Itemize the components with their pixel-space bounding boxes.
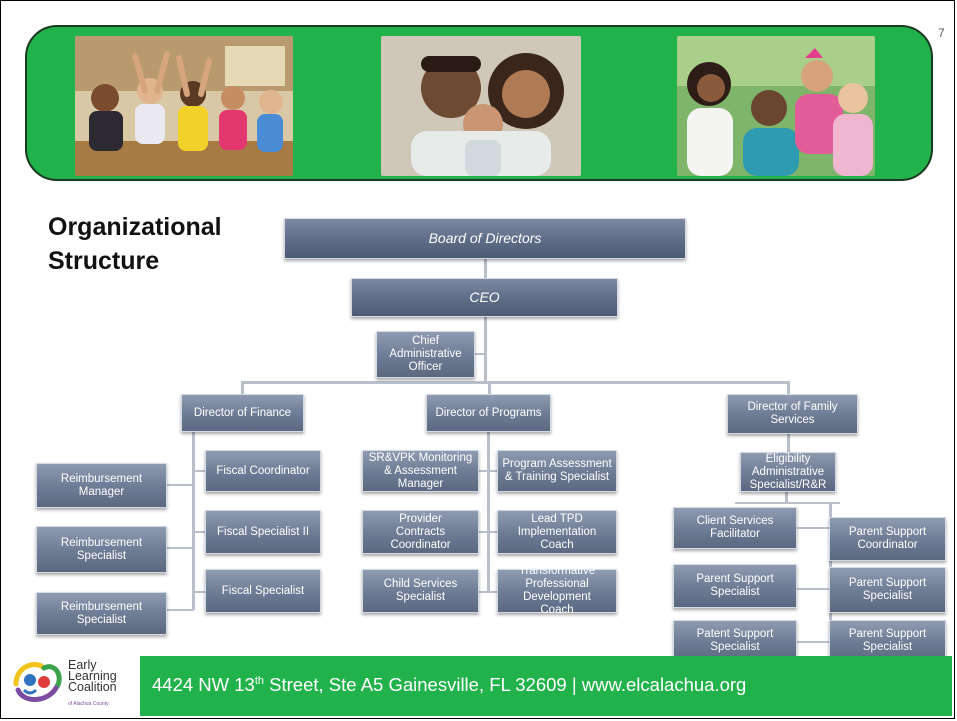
parent-support-specialist-box: Parent Support Specialist (829, 567, 946, 613)
connector-line (167, 547, 194, 549)
connector-line (478, 531, 498, 533)
connector-line (785, 492, 788, 502)
provider-contracts-coordinator-box: Provider Contracts Coordinator (362, 510, 479, 554)
connector-line (735, 502, 840, 504)
patent-support-specialist-box: Patent Support Specialist (673, 620, 797, 662)
fiscal-specialist-box: Fiscal Specialist (205, 569, 321, 613)
section-title-line-1: Organizational (48, 213, 222, 241)
chief-administrative-officer-label: Chief Administrative Officer (389, 335, 462, 373)
provider-contracts-coordinator-label: Provider Contracts Coordinator (390, 512, 451, 551)
sr-vpk-monitoring-manager-label: SR&VPK Monitoring & Assessment Manager (368, 451, 473, 490)
reimbursement-specialist-box: Reimbursement Specialist (36, 526, 167, 573)
fiscal-specialist-ii-box: Fiscal Specialist II (205, 510, 321, 554)
connector-line (478, 470, 498, 472)
director-of-family-services-label: Director of Family Services (747, 401, 838, 426)
connector-line (192, 432, 195, 610)
children-hugging-photo (677, 36, 875, 176)
page-number: 7 (938, 26, 945, 40)
elc-logo-mark (13, 662, 62, 702)
parent-support-specialist-box: Parent Support Specialist (673, 564, 797, 608)
reimbursement-specialist-label: Reimbursement Specialist (60, 536, 143, 562)
reimbursement-manager-box: Reimbursement Manager (36, 463, 167, 508)
fiscal-coordinator-label: Fiscal Coordinator (216, 464, 310, 477)
connector-line (241, 381, 244, 395)
reimbursement-manager-label: Reimbursement Manager (60, 472, 143, 498)
footer-bar: 4424 NW 13th Street, Ste A5 Gainesville,… (140, 656, 952, 716)
parent-support-coordinator-label: Parent Support Coordinator (848, 526, 927, 551)
elc-logo-text: Early Learning Coalition (68, 658, 117, 694)
transformative-development-coach-label: Transformative Professional Development … (518, 565, 596, 616)
program-assessment-training-specialist-box: Program Assessment & Training Specialist (497, 450, 617, 492)
connector-line (787, 381, 790, 396)
footer-address-rest: Street, Ste A5 Gainesville, FL 32609 | w… (264, 674, 747, 696)
parent-support-coordinator-box: Parent Support Coordinator (829, 517, 946, 561)
reimbursement-specialist-label: Reimbursement Specialist (60, 600, 143, 626)
lead-tpd-implementation-coach-box: Lead TPD Implementation Coach (497, 510, 617, 554)
fiscal-specialist-ii-label: Fiscal Specialist II (216, 525, 310, 538)
parent-support-specialist-label: Parent Support Specialist (696, 573, 774, 598)
connector-line (194, 591, 206, 593)
ceo-label: CEO (469, 289, 500, 305)
board-of-directors-box: Board of Directors (284, 218, 686, 259)
fiscal-coordinator-box: Fiscal Coordinator (205, 450, 321, 492)
fiscal-specialist-label: Fiscal Specialist (221, 584, 305, 597)
connector-line (484, 317, 487, 383)
family-portrait-photo (381, 36, 581, 176)
connector-line (796, 588, 830, 590)
section-title: Organizational Structure (48, 210, 222, 278)
photo-banner (25, 25, 933, 181)
parent-support-specialist-label: Parent Support Specialist (848, 628, 927, 653)
board-of-directors-label: Board of Directors (428, 230, 542, 246)
lead-tpd-implementation-coach-label: Lead TPD Implementation Coach (517, 512, 597, 551)
connector-line (796, 641, 830, 643)
reimbursement-specialist-box: Reimbursement Specialist (36, 592, 167, 635)
sr-vpk-monitoring-manager-box: SR&VPK Monitoring & Assessment Manager (362, 450, 479, 492)
connector-line (478, 591, 498, 593)
director-of-finance-label: Director of Finance (193, 406, 292, 419)
connector-line (194, 470, 206, 472)
director-of-finance-box: Director of Finance (181, 394, 304, 432)
connector-line (167, 609, 194, 611)
section-title-line-2: Structure (48, 247, 160, 275)
connector-line (167, 484, 194, 486)
footer-address-start: 4424 NW 13 (152, 674, 255, 696)
connector-line (475, 353, 487, 355)
eligibility-specialist-box: Eligibility Administrative Specialist/R&… (740, 452, 836, 492)
client-services-facilitator-box: Client Services Facilitator (673, 507, 797, 549)
program-assessment-training-specialist-label: Program Assessment & Training Specialist (502, 458, 612, 483)
connector-line (787, 434, 790, 452)
child-services-specialist-label: Child Services Specialist (383, 578, 458, 603)
connector-line (796, 527, 830, 529)
eligibility-specialist-label: Eligibility Administrative Specialist/R&… (749, 452, 827, 491)
director-of-programs-box: Director of Programs (426, 394, 551, 432)
transformative-development-coach-box: Transformative Professional Development … (497, 565, 617, 616)
parent-support-specialist-box: Parent Support Specialist (829, 620, 946, 662)
connector-line (487, 432, 490, 592)
director-of-family-services-box: Director of Family Services (727, 394, 858, 434)
chief-administrative-officer-box: Chief Administrative Officer (376, 331, 475, 378)
connector-line (488, 383, 491, 396)
patent-support-specialist-label: Patent Support Specialist (696, 628, 774, 653)
logo-line-3: Coalition (68, 680, 117, 694)
connector-line (194, 531, 206, 533)
logo-line-1: Early (68, 658, 97, 672)
ceo-box: CEO (351, 278, 618, 317)
child-services-specialist-box: Child Services Specialist (362, 569, 479, 613)
director-of-programs-label: Director of Programs (435, 406, 542, 419)
footer-address-sup: th (254, 675, 265, 687)
connector-line (241, 381, 789, 384)
connector-line (484, 259, 487, 279)
parent-support-specialist-label: Parent Support Specialist (848, 577, 927, 602)
footer-address: 4424 NW 13th Street, Ste A5 Gainesville,… (152, 668, 746, 698)
client-services-facilitator-label: Client Services Facilitator (696, 515, 774, 540)
children-raising-hands-photo (75, 36, 293, 176)
logo-line-2: Learning (68, 669, 117, 683)
elc-logo: Early Learning Coalition of Alachua Coun… (10, 656, 140, 714)
elc-logo-subtitle: of Alachua County (68, 701, 109, 707)
